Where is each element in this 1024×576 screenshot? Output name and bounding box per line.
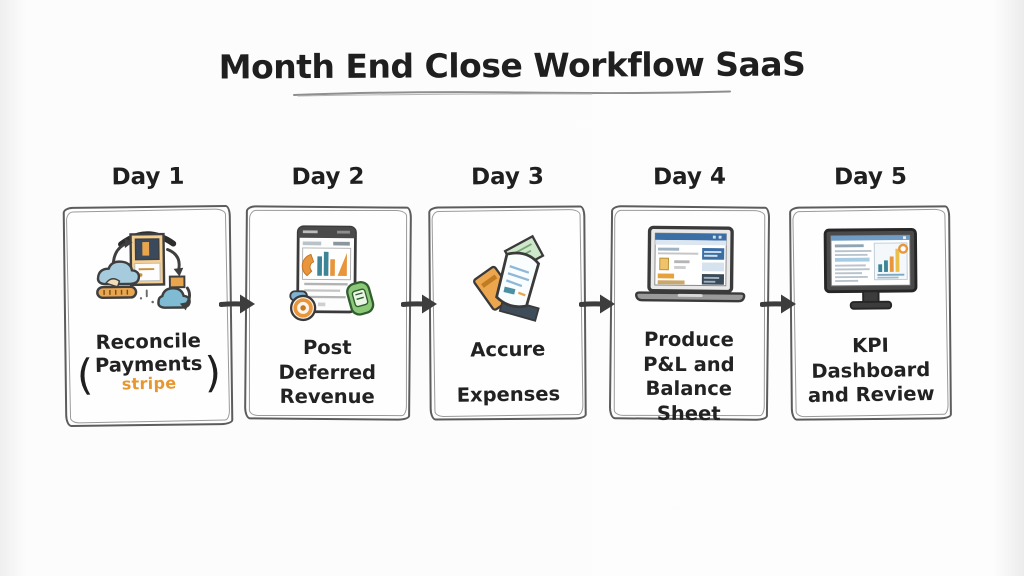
revenue-dashboard-icon: [289, 225, 375, 322]
day-3-card: Accure Expenses: [428, 205, 587, 421]
task-line: Deferred: [278, 360, 377, 384]
day-2-label: Day 2: [291, 163, 365, 191]
day-2-task-label: Post Deferred Revenue: [279, 336, 377, 410]
task-line: Balance Sheet: [645, 376, 733, 425]
paren-close: ): [203, 347, 222, 397]
day-5-label: Day 5: [833, 163, 908, 191]
kpi-monitor-icon: [823, 227, 917, 310]
day-3-task-label: Accure Expenses: [456, 337, 560, 408]
cloud-sync-receipt-icon: [96, 231, 191, 311]
day-1-label: Day 1: [111, 163, 185, 191]
task-line: KPI: [852, 333, 890, 358]
task-line: Produce: [643, 327, 734, 352]
step-day-1: Day 1: [62, 163, 234, 428]
day-1-card: Reconcile ( Payments stripe ): [62, 204, 234, 428]
task-line: and Review: [807, 382, 935, 408]
task-line: Expenses: [456, 381, 561, 407]
day-3-label: Day 3: [470, 163, 545, 191]
title-underline: [293, 90, 731, 97]
receipts-stack-icon: [472, 234, 545, 322]
task-line: Accure: [469, 337, 546, 362]
step-day-3: Day 3: [428, 163, 587, 421]
day-4-label: Day 4: [652, 163, 727, 191]
day-5-task-label: KPI Dashboard and Review: [807, 333, 935, 409]
paren-open: (: [76, 349, 94, 399]
task-line: P&L and: [643, 352, 735, 376]
task-line: Post: [303, 335, 352, 360]
day-2-card: Post Deferred Revenue: [244, 205, 412, 421]
task-line: Revenue: [279, 385, 376, 409]
stripe-brand-label: stripe: [121, 373, 177, 394]
day-1-task-label: Reconcile ( Payments stripe ): [74, 329, 223, 399]
day-5-card: KPI Dashboard and Review: [789, 205, 952, 421]
arrow-day2-to-day3-icon: [401, 294, 437, 314]
day-4-task-label: Produce P&L and Balance Sheet: [611, 328, 766, 427]
arrow-day4-to-day5-icon: [760, 294, 796, 314]
day-4-card: Produce P&L and Balance Sheet: [608, 205, 771, 425]
task-line: Dashboard: [811, 357, 931, 383]
page-title: Month End Close Workflow SaaS: [218, 44, 806, 87]
step-day-5: Day 5: [789, 163, 952, 421]
laptop-report-icon: [634, 225, 745, 303]
payments-paren-group: ( Payments stripe ): [74, 347, 223, 399]
arrow-day3-to-day4-icon: [579, 294, 615, 314]
step-day-2: Day 2: [244, 163, 412, 421]
arrow-day1-to-day2-icon: [219, 294, 255, 314]
step-day-4: Day 4: [608, 163, 771, 425]
